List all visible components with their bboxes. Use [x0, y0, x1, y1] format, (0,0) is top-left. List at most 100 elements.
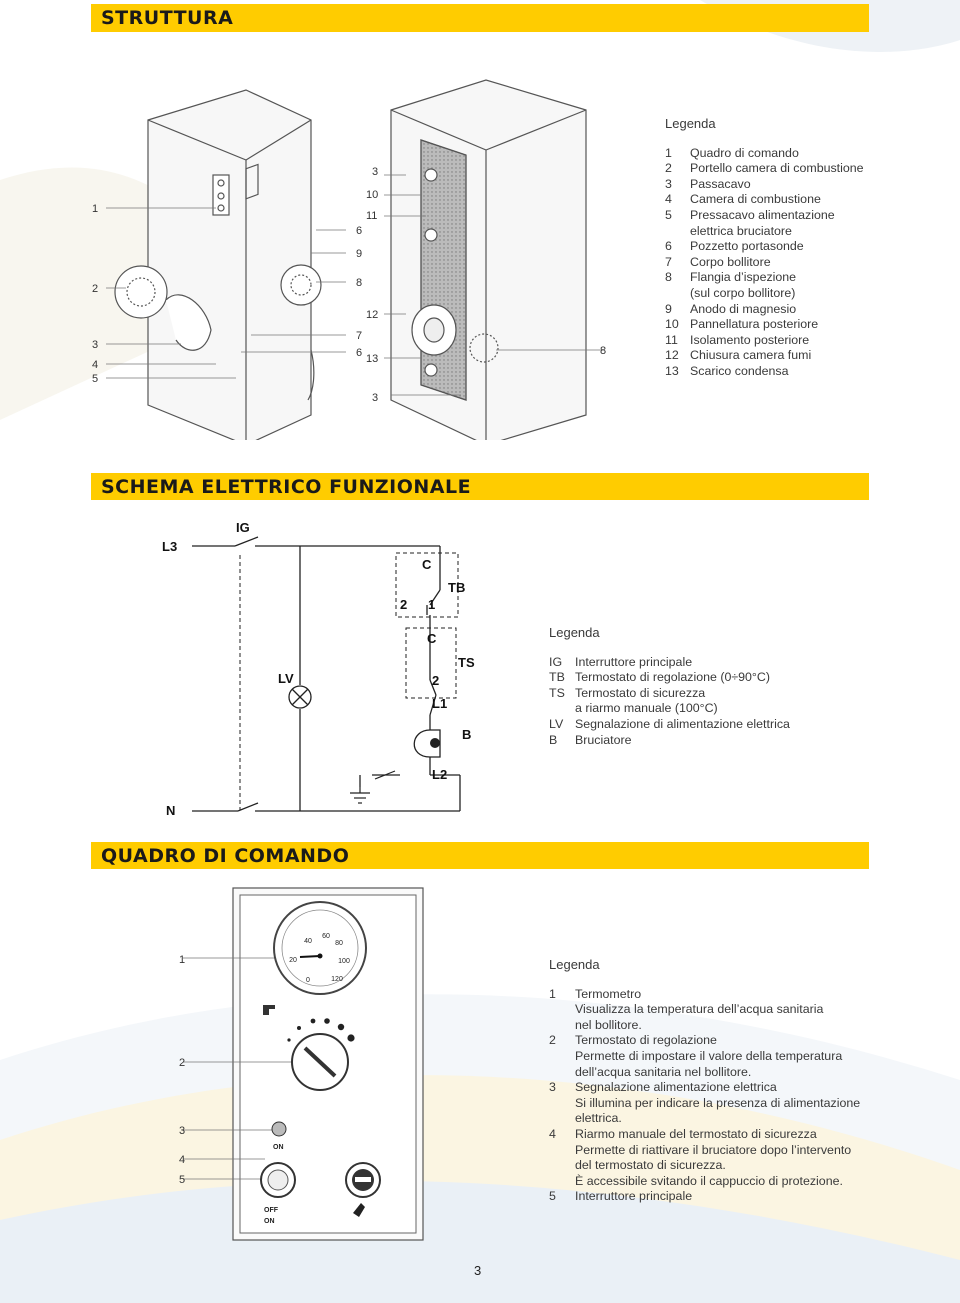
- legend-item-text: Pressacavo alimentazione: [690, 207, 835, 222]
- legend-item-text: Portello camera di combustione: [690, 161, 864, 176]
- page-number: 3: [474, 1263, 482, 1278]
- label-c2: C: [427, 631, 437, 646]
- legend-item: 2 Termostato di regolazione: [549, 1033, 869, 1049]
- legend-item-number: 7: [665, 254, 672, 269]
- legend-item-text: Isolamento posteriore: [690, 332, 810, 347]
- section-title: SCHEMA ELETTRICO FUNZIONALE: [101, 476, 472, 498]
- callout-mid-13: 13: [366, 353, 378, 365]
- legend-item-text: Corpo bollitore: [690, 254, 771, 269]
- panel-callout-3: 3: [179, 1125, 185, 1137]
- legend-item-number: 2: [665, 161, 672, 176]
- legend-item: a riarmo manuale (100°C): [549, 701, 829, 717]
- burner-icon: [413, 729, 441, 758]
- label-tb: TB: [448, 580, 465, 595]
- switch-off-label: OFF: [264, 1207, 279, 1214]
- legend-item-number: 5: [665, 207, 672, 222]
- section-title: QUADRO DI COMANDO: [101, 845, 350, 867]
- legend-item: Permette di riattivare il bruciatore dop…: [549, 1143, 869, 1159]
- legend-item: 13 Scarico condensa: [665, 364, 880, 380]
- switch-on-label: ON: [264, 1218, 275, 1225]
- panel-callout-2: 2: [179, 1057, 185, 1069]
- callout-left-2: 2: [92, 283, 98, 295]
- legend-item-text: elettrica.: [575, 1111, 622, 1126]
- legend-item-number: LV: [549, 716, 564, 731]
- legend-item-text: a riarmo manuale (100°C): [575, 701, 718, 716]
- label-ig: IG: [236, 520, 250, 535]
- legend-item-number: 13: [665, 363, 679, 378]
- section-bar-quadro: QUADRO DI COMANDO: [91, 842, 869, 869]
- callout-mid-10: 10: [366, 189, 378, 201]
- label-l3: L3: [162, 539, 177, 554]
- legend-item-text: È accessibile svitando il cappuccio di p…: [575, 1173, 843, 1188]
- legend-item-number: [549, 1143, 575, 1159]
- legend-item-number: [549, 1174, 575, 1190]
- label-ts: TS: [458, 655, 475, 670]
- legend-item-number: [549, 1096, 575, 1112]
- legend-item-text: Visualizza la temperatura dell’acqua san…: [575, 1002, 824, 1017]
- panel-callout-5: 5: [179, 1174, 185, 1186]
- legend-item-number: TS: [549, 685, 565, 700]
- legend-title: Legenda: [549, 625, 600, 640]
- section-bar-struttura: STRUTTURA: [91, 4, 869, 32]
- legend-item-number: 8: [665, 270, 672, 285]
- panel-callout-4: 4: [179, 1154, 185, 1166]
- legend-item: 2 Portello camera di combustione: [665, 161, 880, 177]
- legend-item-text: elettrica bruciatore: [690, 223, 792, 238]
- legend-item-number: [549, 1002, 575, 1018]
- callout-left-3: 3: [92, 339, 98, 351]
- legend-item-number: [549, 701, 575, 717]
- legend-item-number: 3: [665, 176, 672, 191]
- legend-item-number: IG: [549, 654, 563, 669]
- legend-item-number: [549, 1049, 575, 1065]
- legend-item-number: [549, 1158, 575, 1174]
- label-lv: LV: [278, 671, 294, 686]
- callout-mid-6a: 6: [356, 225, 362, 237]
- legend-item: elettrica bruciatore: [665, 224, 880, 240]
- struttura-legend: Legenda 1 Quadro di comando 2 Portello came…: [665, 116, 880, 380]
- legend-item-text: Chiusura camera fumi: [690, 348, 812, 363]
- callout-mid-12: 12: [366, 309, 378, 321]
- legend-item-text: Pozzetto portasonde: [690, 239, 804, 254]
- boiler-structure-figure: 1 2 3 4 5 6 9 8 7 6 3 10 11 12 13 3 8: [92, 79, 606, 440]
- legend-item: 1 Quadro di comando: [665, 146, 880, 162]
- legend-item-text: Passacavo: [690, 176, 751, 191]
- legend-item-text: Interruttore principale: [575, 1189, 693, 1204]
- legend-item-text: Termostato di regolazione: [575, 1033, 717, 1048]
- electrical-schematic: L3 IG C TB 2 1 C TS LV 2 L1 B L2 N: [162, 520, 475, 818]
- legend-item-number: 1: [665, 145, 672, 160]
- legend-item-text: Scarico condensa: [690, 363, 789, 378]
- legend-item-text: Permette di riattivare il bruciatore dop…: [575, 1142, 852, 1157]
- label-b: B: [462, 727, 471, 742]
- callout-mid-6b: 6: [356, 347, 362, 359]
- legend-item-text: Segnalazione alimentazione elettrica: [575, 1080, 777, 1095]
- label-l2: L2: [432, 767, 447, 782]
- legend-item: 7 Corpo bollitore: [665, 255, 880, 271]
- legend-item-text: Riarmo manuale del termostato di sicurez…: [575, 1126, 817, 1141]
- legend-item-text: Quadro di comando: [690, 145, 799, 160]
- legend-title: Legenda: [665, 116, 716, 131]
- legend-item-number: 2: [549, 1033, 556, 1048]
- legend-item-number: 4: [665, 192, 672, 207]
- callout-left-5: 5: [92, 373, 98, 385]
- led-on-label: ON: [273, 1144, 284, 1151]
- callout-mid-11: 11: [366, 210, 377, 222]
- legend-item-text: Termostato di sicurezza: [575, 685, 706, 700]
- legend-item: (sul corpo bollitore): [665, 286, 880, 302]
- legend-item-text: Si illumina per indicare la presenza di …: [575, 1095, 861, 1110]
- gauge-tick-100: 100: [338, 958, 350, 965]
- callout-right-8: 8: [600, 345, 606, 357]
- legend-item-text: Flangia d’ispezione: [690, 270, 797, 285]
- callout-left-4: 4: [92, 359, 98, 371]
- gauge-tick-80: 80: [335, 940, 343, 947]
- legend-item-number: 5: [549, 1189, 556, 1204]
- legend-item-text: dell’acqua sanitaria nel bollitore.: [575, 1064, 752, 1079]
- legend-item: 5 Pressacavo alimentazione: [665, 208, 880, 224]
- legend-item: TS Termostato di sicurezza: [549, 686, 829, 702]
- section-title: STRUTTURA: [101, 7, 234, 29]
- gauge-tick-40: 40: [304, 938, 312, 945]
